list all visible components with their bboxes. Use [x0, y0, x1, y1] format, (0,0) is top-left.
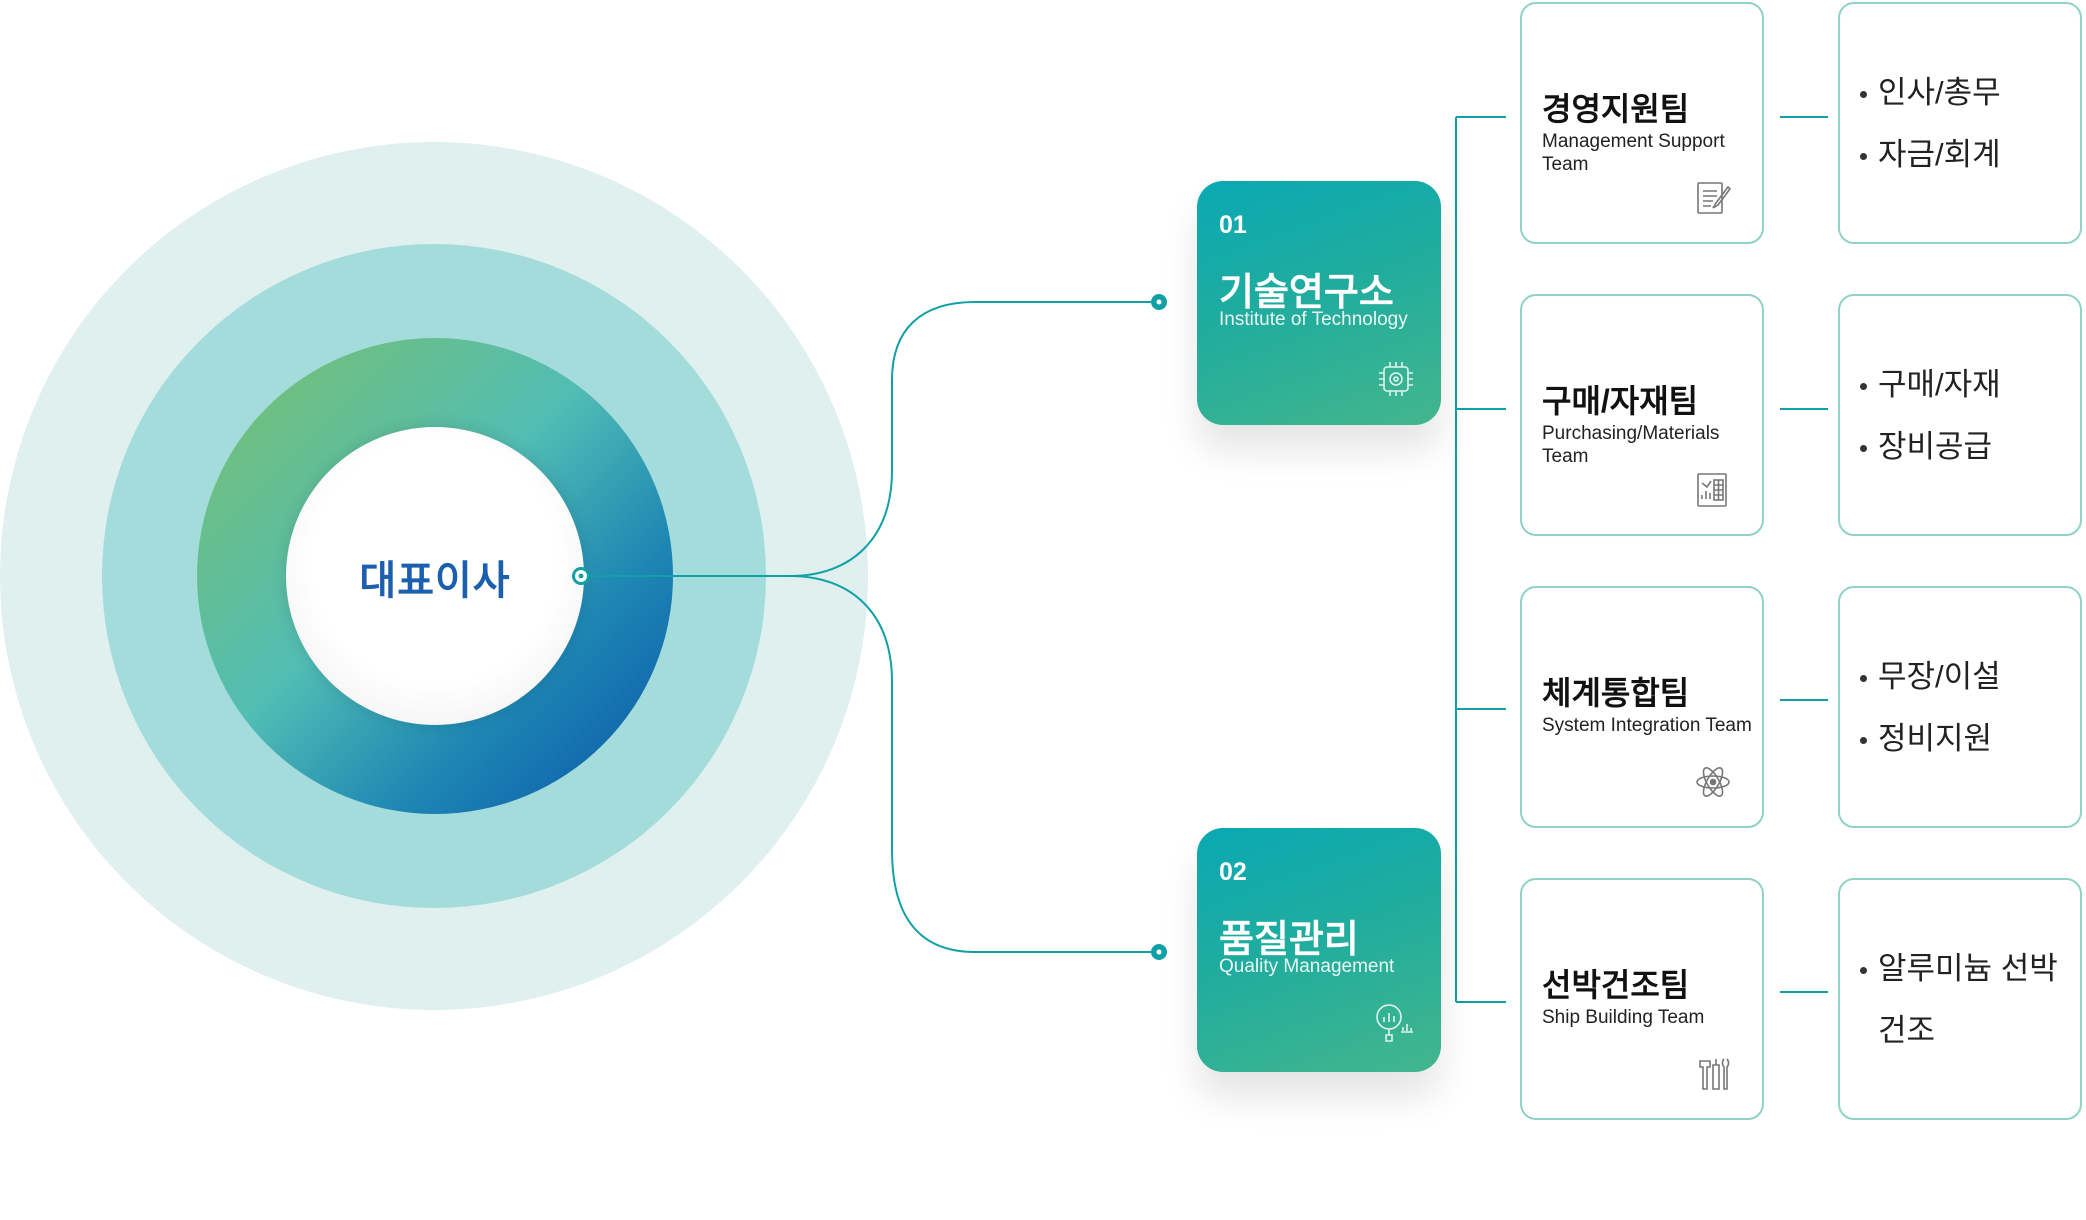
- duty-item: 구매/자재: [1858, 354, 2078, 416]
- atom-icon: [1694, 763, 1732, 806]
- team-subtitle: Ship Building Team: [1542, 1007, 1705, 1028]
- duty-card-ship-building: 알루미늄 선박 건조: [1838, 878, 2082, 1120]
- team-subtitle: Management Support Team: [1542, 131, 1725, 175]
- team-title: 경영지원팀: [1542, 91, 1690, 127]
- duty-item: 인사/총무: [1858, 62, 2078, 124]
- duty-card-management-support: 인사/총무 자금/회계: [1838, 2, 2082, 244]
- division-card-quality: 02 품질관리 Quality Management: [1197, 828, 1441, 1072]
- division-subtitle: Quality Management: [1219, 956, 1395, 977]
- duty-item: 장비공급: [1858, 416, 2078, 478]
- team-title: 선박건조팀: [1542, 967, 1690, 1003]
- division-subtitle: Institute of Technology: [1219, 309, 1408, 330]
- division-card-technology: 01 기술연구소 Institute of Technology: [1197, 181, 1441, 425]
- duty-item: 무장/이설: [1858, 646, 2078, 708]
- magnifier-chart-icon: [1373, 1001, 1415, 1050]
- team-card-system-integration: 체계통합팀 System Integration Team: [1520, 586, 1764, 828]
- team-card-purchasing: 구매/자재팀 Purchasing/Materials Team: [1520, 294, 1764, 536]
- connector-dot-ceo: [572, 567, 590, 585]
- team-card-ship-building: 선박건조팀 Ship Building Team: [1520, 878, 1764, 1120]
- connector-dot-division-1: [1151, 294, 1167, 310]
- duty-item: 정비지원: [1858, 708, 2078, 770]
- ceo-circle: [286, 427, 584, 725]
- chip-gear-icon: [1377, 360, 1415, 403]
- duty-card-purchasing: 구매/자재 장비공급: [1838, 294, 2082, 536]
- division-title: 품질관리: [1219, 919, 1359, 961]
- division-title: 기술연구소: [1219, 272, 1394, 314]
- connector-dot-division-2: [1151, 944, 1167, 960]
- team-subtitle: System Integration Team: [1542, 715, 1752, 736]
- team-title: 체계통합팀: [1542, 675, 1690, 711]
- document-edit-icon: [1694, 179, 1732, 222]
- division-number: 01: [1219, 211, 1247, 239]
- team-title: 구매/자재팀: [1542, 383, 1699, 419]
- duty-item: 자금/회계: [1858, 124, 2078, 186]
- division-number: 02: [1219, 858, 1247, 886]
- team-subtitle: Purchasing/Materials Team: [1542, 423, 1720, 467]
- spreadsheet-chart-icon: [1694, 471, 1732, 514]
- duty-item: 알루미늄 선박 건조: [1858, 938, 2078, 1062]
- team-card-management-support: 경영지원팀 Management Support Team: [1520, 2, 1764, 244]
- tools-icon: [1694, 1055, 1732, 1098]
- duty-card-system-integration: 무장/이설 정비지원: [1838, 586, 2082, 828]
- ceo-label: 대표이사: [359, 559, 511, 603]
